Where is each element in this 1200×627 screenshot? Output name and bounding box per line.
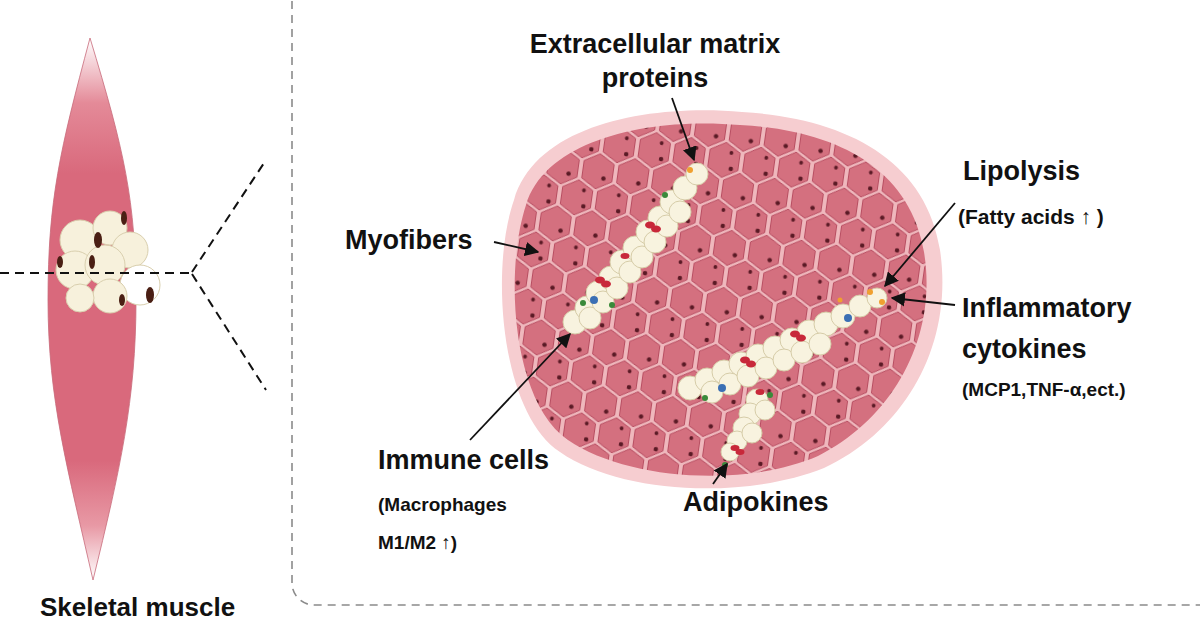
fat-deposit [56, 211, 160, 313]
label-text: Skeletal muscle [40, 593, 235, 623]
label-text: (Macrophages M1/M2 ↑) [378, 486, 548, 562]
label-text: Immune cells [378, 444, 549, 478]
label-text: (MCP1,TNF-α,ect.) [962, 378, 1126, 402]
label-text: (Fatty acids ↑ ) [958, 204, 1104, 230]
label-text: Adipokines [683, 486, 829, 520]
cell-markers [580, 167, 885, 468]
zoom-line [192, 274, 266, 390]
section-line [0, 272, 190, 274]
zoom-panel [292, 0, 1200, 605]
fat-nuclei [57, 211, 154, 306]
leader-arrows [470, 98, 955, 484]
zoom-line [192, 160, 266, 272]
label-text: Lipolysis [963, 155, 1080, 189]
myofiber-cells [490, 100, 960, 500]
label-text: Myofibers [345, 224, 473, 258]
label-text: Extracellular matrix proteins [505, 28, 805, 96]
label-text: Inflammatory cytokines [962, 288, 1192, 369]
muscle-shape [48, 38, 136, 580]
adipocyte-chain [563, 163, 887, 461]
